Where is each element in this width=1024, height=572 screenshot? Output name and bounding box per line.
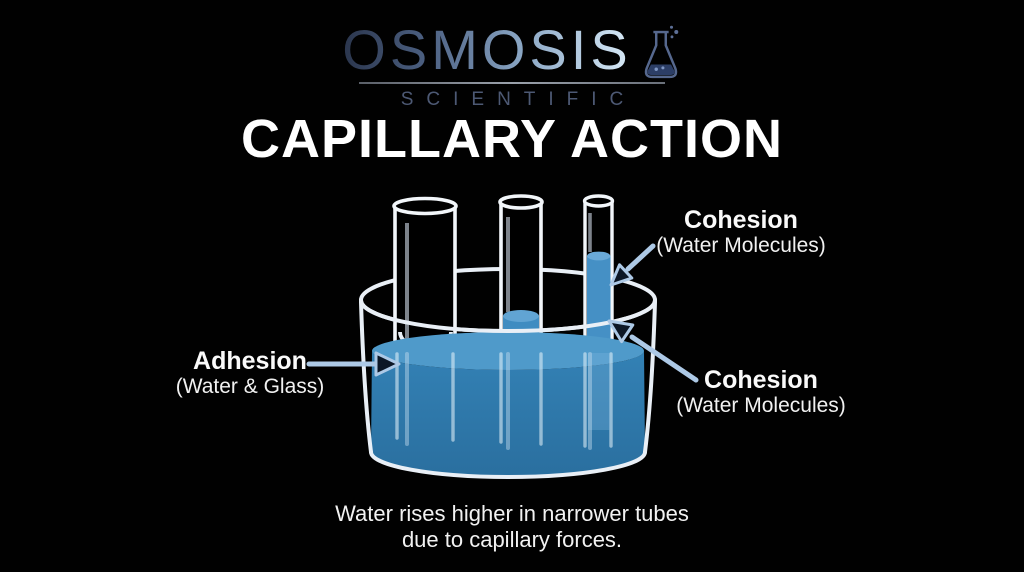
- beaker-outline: [359, 298, 657, 479]
- logo: OSMOSIS SCIENTIFIC: [0, 22, 1024, 111]
- tube-narrow: [582, 194, 615, 354]
- beaker-bottom: [369, 450, 647, 479]
- caption-line1: Water rises higher in narrower tubes: [335, 501, 689, 526]
- cohesion-arrow-top: [609, 243, 656, 287]
- page-title: CAPILLARY ACTION: [241, 109, 783, 169]
- cohesion-top-subtitle: (Water Molecules): [656, 234, 826, 257]
- cohesion-bottom-subtitle: (Water Molecules): [676, 394, 846, 417]
- adhesion-label-title: Adhesion: [193, 347, 307, 375]
- flask-icon: [644, 25, 678, 79]
- cohesion-label-bottom: Cohesion (Water Molecules): [650, 367, 872, 418]
- caption-line2: due to capillary forces.: [401, 527, 623, 552]
- cohesion-bottom-title: Cohesion: [704, 366, 818, 394]
- narrow-tube-water-column: [587, 256, 611, 354]
- logo-divider: [359, 82, 665, 84]
- beaker-water: [371, 332, 645, 477]
- cohesion-arrow-bottom: [607, 319, 699, 383]
- logo-brand-text: OSMOSIS: [342, 18, 632, 81]
- adhesion-arrow: [306, 351, 401, 377]
- adhesion-label-subtitle: (Water & Glass): [175, 375, 325, 398]
- adhesion-label: Adhesion (Water & Glass): [140, 348, 360, 399]
- cohesion-top-title: Cohesion: [684, 206, 798, 234]
- water-surface: [372, 332, 644, 370]
- cohesion-label-top: Cohesion (Water Molecules): [630, 207, 852, 258]
- beaker-rim-front: [359, 298, 657, 333]
- caption: Water rises higher in narrower tubes due…: [262, 501, 762, 553]
- logo-row: OSMOSIS: [342, 18, 681, 81]
- logo-tagline: SCIENTIFIC: [400, 89, 637, 110]
